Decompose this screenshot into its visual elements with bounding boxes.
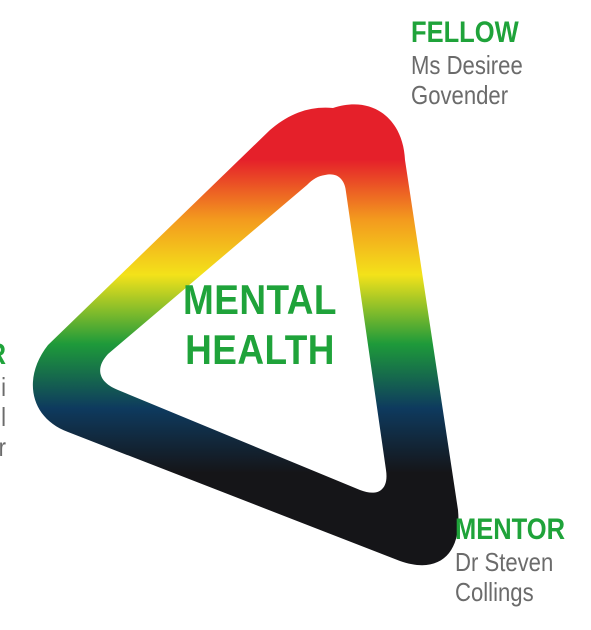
left-role-name-line3: r xyxy=(0,432,6,462)
center-title: MENTAL HEALTH xyxy=(163,275,357,375)
mentor-title: MENTOR xyxy=(455,513,566,546)
left-role-name-line1: i xyxy=(1,372,6,402)
center-title-line1: MENTAL xyxy=(183,276,337,323)
fellow-name-line1: Ms Desiree xyxy=(411,50,523,80)
mentor-name-line2: Collings xyxy=(455,577,534,607)
mentor-name-line1: Dr Steven xyxy=(455,547,554,577)
left-role-block: R i l r xyxy=(0,338,6,462)
fellow-block: FELLOW Ms Desiree Govender xyxy=(411,16,542,110)
center-title-line2: HEALTH xyxy=(185,326,335,373)
left-role-title: R xyxy=(0,338,6,372)
fellow-title: FELLOW xyxy=(411,16,519,49)
fellow-name-line2: Govender xyxy=(411,80,509,110)
mentor-block: MENTOR Dr Steven Collings xyxy=(455,513,584,607)
left-role-name-line2: l xyxy=(1,402,6,432)
triangle-ring xyxy=(32,104,459,566)
